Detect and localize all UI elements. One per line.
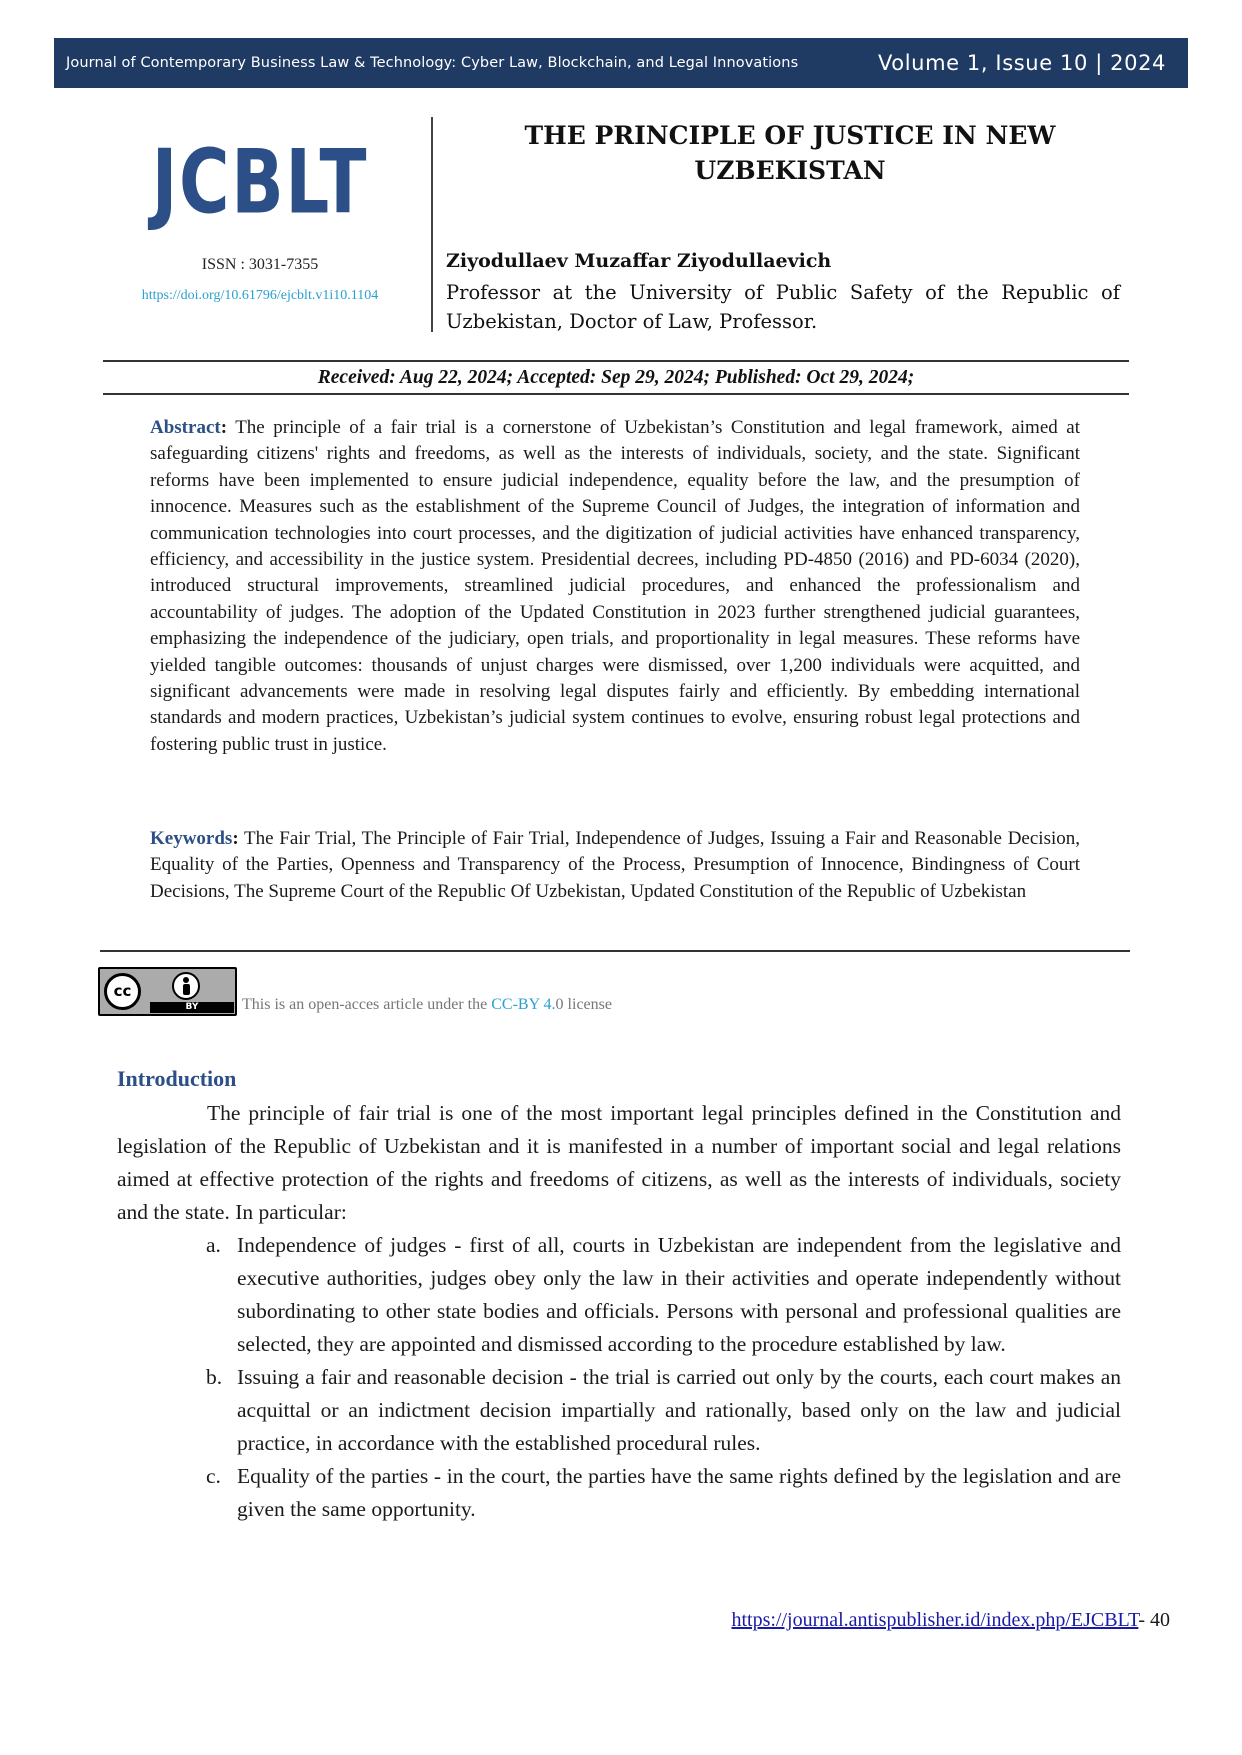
abstract-label: Abstract bbox=[150, 417, 221, 438]
list-item: b. Issuing a fair and reasonable decisio… bbox=[206, 1361, 1121, 1460]
header-divider bbox=[431, 117, 433, 332]
abstract-colon: : bbox=[220, 417, 228, 438]
volume-issue: Volume 1, Issue 10 | 2024 bbox=[877, 51, 1166, 75]
list-marker: c. bbox=[206, 1464, 221, 1488]
license-statement: This is an open-acces article under the … bbox=[242, 996, 612, 1014]
list-item: c. Equality of the parties - in the cour… bbox=[206, 1460, 1121, 1526]
cc-icon: cc bbox=[104, 973, 141, 1010]
introduction-heading: Introduction bbox=[117, 1066, 237, 1091]
license-rule bbox=[100, 950, 1130, 952]
journal-name: Journal of Contemporary Business Law & T… bbox=[66, 55, 799, 71]
logo-column: JCBLT ISSN : 3031-7355 https://doi.org/1… bbox=[100, 130, 420, 304]
license-suffix: 0 license bbox=[555, 996, 612, 1013]
list-item: a. Independence of judges - first of all… bbox=[206, 1229, 1121, 1361]
dates-bottom-rule bbox=[103, 393, 1129, 395]
author-affiliation: Professor at the University of Public Sa… bbox=[446, 281, 1120, 333]
principles-list: a. Independence of judges - first of all… bbox=[206, 1229, 1121, 1526]
title-line-1: THE PRINCIPLE OF JUSTICE IN NEW bbox=[524, 121, 1056, 150]
keywords-text: The Fair Trial, The Principle of Fair Tr… bbox=[150, 828, 1080, 902]
doi-link[interactable]: https://doi.org/10.61796/ejcblt.v1i10.11… bbox=[141, 288, 379, 303]
introduction-paragraph: The principle of fair trial is one of th… bbox=[117, 1097, 1121, 1229]
list-item-text: Issuing a fair and reasonable decision -… bbox=[237, 1365, 1121, 1455]
journal-header-bar: Journal of Contemporary Business Law & T… bbox=[54, 38, 1188, 88]
attribution-icon bbox=[172, 972, 200, 1000]
cc-by-badge[interactable]: cc BY bbox=[98, 967, 237, 1016]
article-title: THE PRINCIPLE OF JUSTICE IN NEW UZBEKIST… bbox=[480, 118, 1100, 188]
author-name: Ziyodullaev Muzaffar Ziyodullaevich bbox=[446, 250, 832, 272]
issn: ISSN : 3031-7355 bbox=[201, 256, 319, 273]
by-label: BY bbox=[150, 1002, 234, 1013]
title-line-2: UZBEKISTAN bbox=[694, 156, 886, 185]
license-prefix: This is an open-acces article under the bbox=[242, 996, 492, 1013]
footer-url[interactable]: https://journal.antispublisher.id/index.… bbox=[731, 1609, 1139, 1631]
list-marker: a. bbox=[206, 1233, 221, 1257]
page-footer: https://journal.antispublisher.id/index.… bbox=[731, 1609, 1170, 1632]
introduction-text: The principle of fair trial is one of th… bbox=[117, 1101, 1121, 1224]
keywords-colon: : bbox=[232, 828, 239, 849]
list-marker: b. bbox=[206, 1365, 223, 1389]
list-item-text: Equality of the parties - in the court, … bbox=[237, 1464, 1121, 1521]
license-link[interactable]: CC-BY 4. bbox=[491, 996, 556, 1013]
dates-top-rule bbox=[103, 360, 1129, 362]
journal-logo: JCBLT bbox=[151, 130, 369, 234]
abstract: Abstract: The principle of a fair trial … bbox=[150, 415, 1080, 758]
page-number: - 40 bbox=[1138, 1609, 1170, 1631]
keywords-label: Keywords bbox=[150, 828, 233, 849]
abstract-text: The principle of a fair trial is a corne… bbox=[150, 417, 1080, 755]
list-item-text: Independence of judges - first of all, c… bbox=[237, 1233, 1121, 1356]
keywords: Keywords: The Fair Trial, The Principle … bbox=[150, 826, 1080, 905]
article-dates: Received: Aug 22, 2024; Accepted: Sep 29… bbox=[317, 367, 915, 388]
